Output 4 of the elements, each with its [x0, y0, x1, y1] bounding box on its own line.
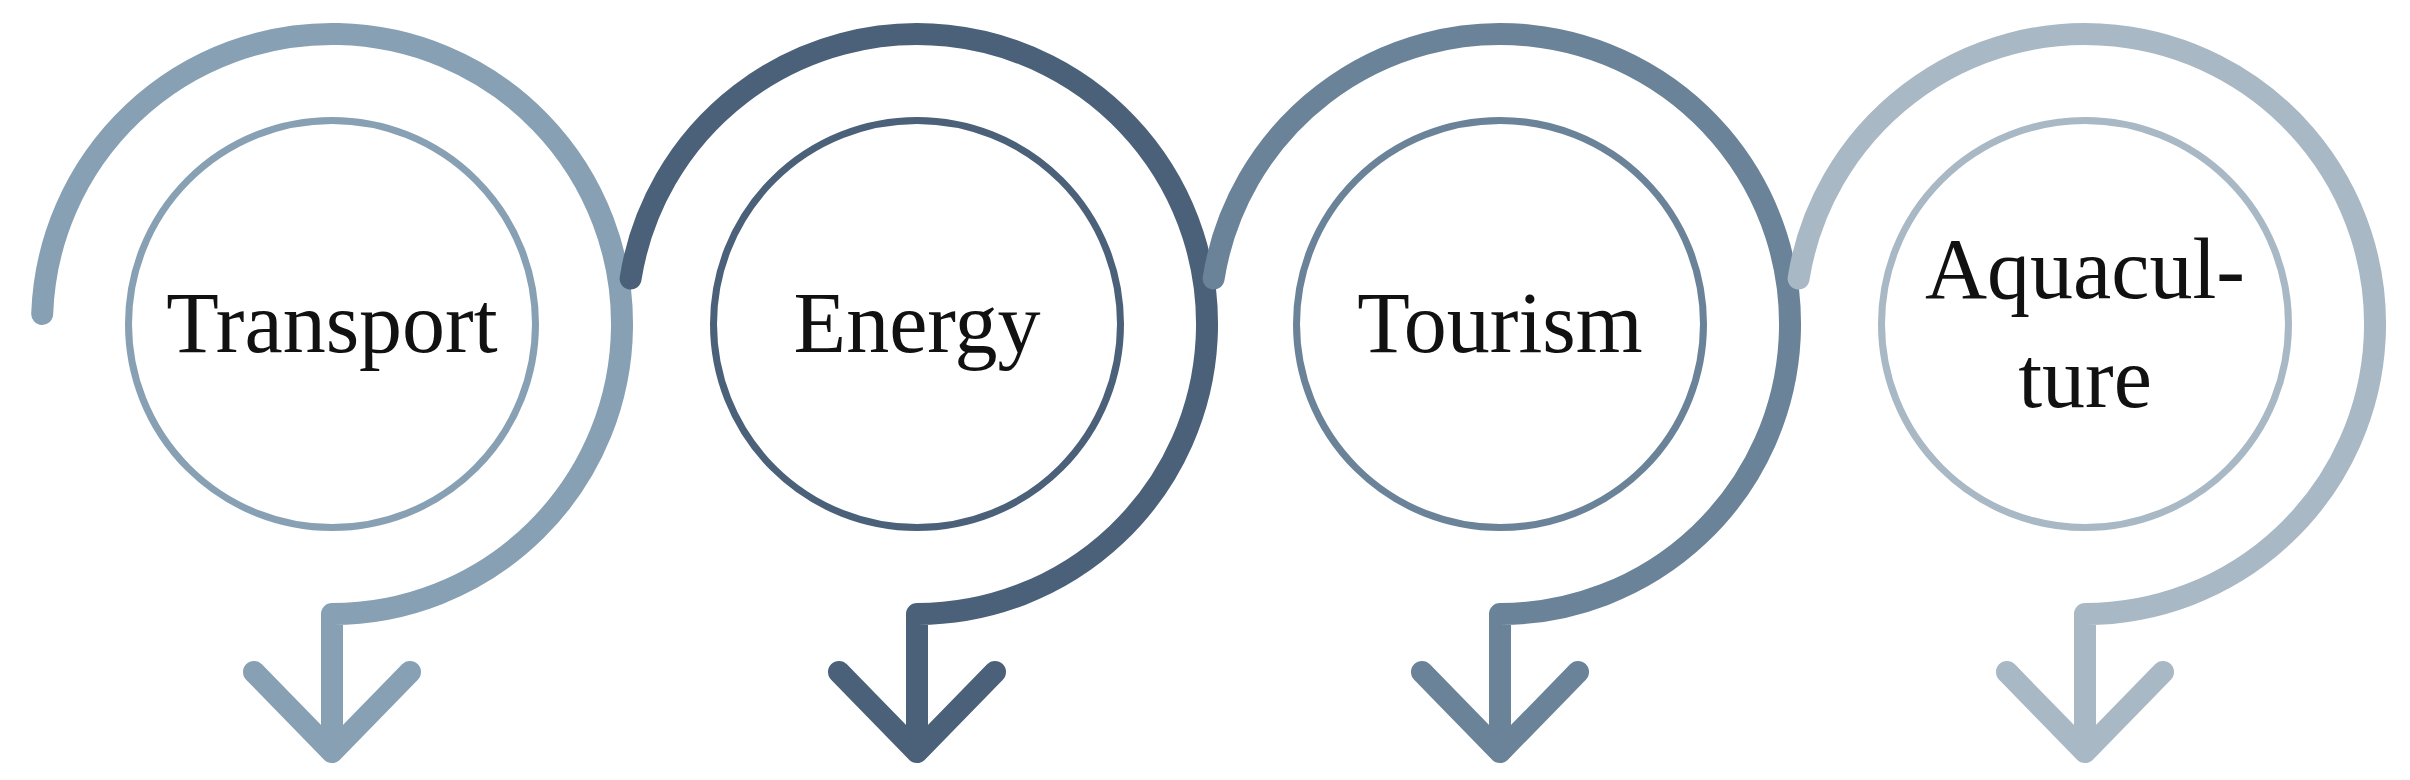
- node-label: Energy: [793, 274, 1041, 374]
- node-label: Tourism: [1357, 274, 1643, 374]
- node-label: Aquacul- ture: [1924, 219, 2246, 428]
- node-label: Transport: [166, 274, 498, 374]
